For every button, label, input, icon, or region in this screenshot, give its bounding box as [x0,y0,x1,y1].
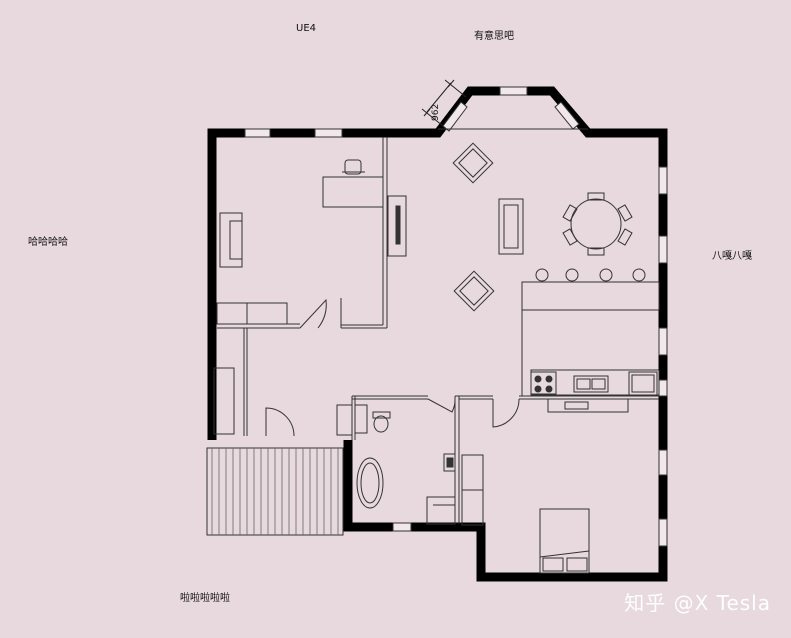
label-baga: 八嘎八嘎 [712,251,752,262]
bedroom-cabinet [547,398,629,413]
watermark: 知乎 @X Tesla [624,591,771,615]
living-furniture [452,142,524,312]
window-right-2 [658,235,668,264]
stair-treads [211,448,339,535]
window-top-1 [244,128,271,138]
bath-counter [426,496,456,525]
office-chair [344,159,362,175]
sink [573,375,609,393]
window-right-4 [658,379,668,397]
kitchen-island [521,281,660,311]
exterior-walls [207,86,668,582]
bath-cabinet [354,404,368,434]
living-sofa [498,198,524,255]
bar-stools [535,268,646,282]
label-youyisiba: 有意思吧 [474,31,514,42]
label-hahaha: 哈哈哈哈 [28,237,68,248]
bathtub [356,457,384,509]
doors [265,298,520,437]
window-right-3 [658,327,668,356]
dining-chairs [562,192,633,256]
stove [530,371,557,395]
bedroom [539,508,590,574]
dimension-value: 962 [431,104,441,121]
toilet-bowl [373,415,389,433]
bathroom [354,404,456,525]
label-lala: 啦啦啦啦啦 [180,593,230,604]
bath-sink [443,453,456,472]
label-ue4: UE4 [296,23,316,34]
window-right-6 [658,518,668,547]
armchair-bottom [453,270,495,312]
bed [539,508,590,574]
dimension-line [421,79,467,127]
armchair-top [452,142,494,184]
interior-walls [213,137,659,526]
window-right-1 [658,166,668,195]
window-bottom [392,522,412,532]
window-right-5 [658,449,668,476]
side-cabinet [387,195,407,257]
window-top-2 [314,128,343,138]
office-furniture [219,159,407,268]
toilet-tank [372,411,391,419]
dining-set [562,192,633,256]
kitchen [521,268,660,413]
desk [322,176,384,208]
windows [244,86,668,547]
dining-table [570,198,622,250]
window-bay-top [499,86,528,96]
fridge [628,371,658,396]
